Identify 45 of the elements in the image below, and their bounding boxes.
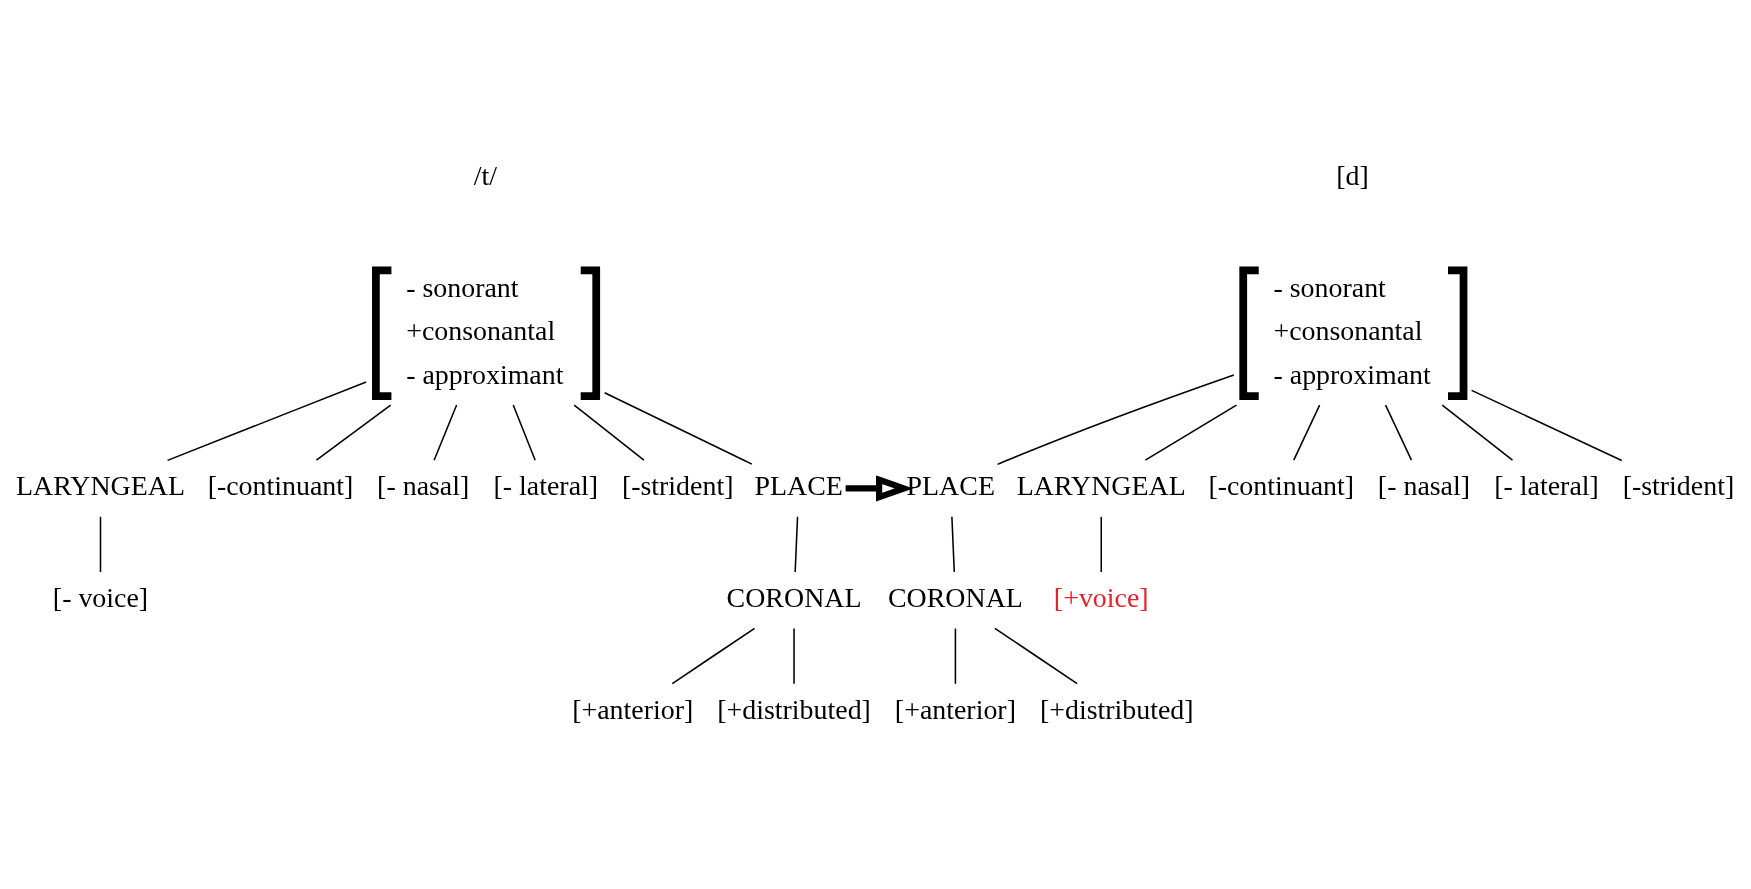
connector xyxy=(954,627,957,685)
connector xyxy=(433,403,458,461)
node-text: [+voice] xyxy=(1053,581,1149,613)
connector xyxy=(1293,403,1321,461)
connector xyxy=(166,380,367,461)
label: /t/ xyxy=(473,159,497,191)
connector xyxy=(1470,389,1623,461)
connector xyxy=(1144,403,1238,461)
node-text: [- lateral] xyxy=(1494,469,1599,501)
node-text: [-continuant] xyxy=(207,469,354,501)
connector xyxy=(671,627,756,684)
label: [d] xyxy=(1336,159,1369,191)
node-text: LARYNGEAL xyxy=(16,469,185,501)
node-text: [- nasal] xyxy=(377,469,470,501)
node-text: [-strident] xyxy=(621,469,734,501)
connector xyxy=(603,391,753,465)
node-text: CORONAL xyxy=(887,581,1023,613)
node-text: [+distributed] xyxy=(717,693,871,725)
connector xyxy=(315,403,392,461)
node-text: [- nasal] xyxy=(1377,469,1471,501)
node-text: [+anterior] xyxy=(572,693,694,725)
connector xyxy=(994,627,1078,684)
connector xyxy=(951,515,956,573)
connector xyxy=(1100,515,1103,573)
node-text: - sonorant +consonantal - approximant xyxy=(406,271,564,390)
node-text: PLACE xyxy=(754,469,843,501)
node-text: LARYNGEAL xyxy=(1016,469,1186,501)
node-text: [- voice] xyxy=(52,581,149,613)
node-text: [- lateral] xyxy=(493,469,599,501)
connector xyxy=(793,627,795,685)
arrow xyxy=(845,474,914,501)
node-text: - sonorant +consonantal - approximant xyxy=(1273,271,1431,390)
connector xyxy=(99,515,102,573)
node-text: [+anterior] xyxy=(894,693,1016,725)
connector xyxy=(1441,403,1514,461)
connector xyxy=(794,515,799,573)
connector xyxy=(573,403,645,461)
node-text: CORONAL xyxy=(726,581,862,613)
node-text: [+distributed] xyxy=(1039,693,1194,725)
connector xyxy=(512,403,536,461)
connector xyxy=(996,373,1235,465)
connector xyxy=(1384,403,1413,461)
node-text: [-strident] xyxy=(1622,469,1735,501)
node-text: [-continuant] xyxy=(1208,469,1355,501)
node-text: PLACE xyxy=(906,469,995,501)
